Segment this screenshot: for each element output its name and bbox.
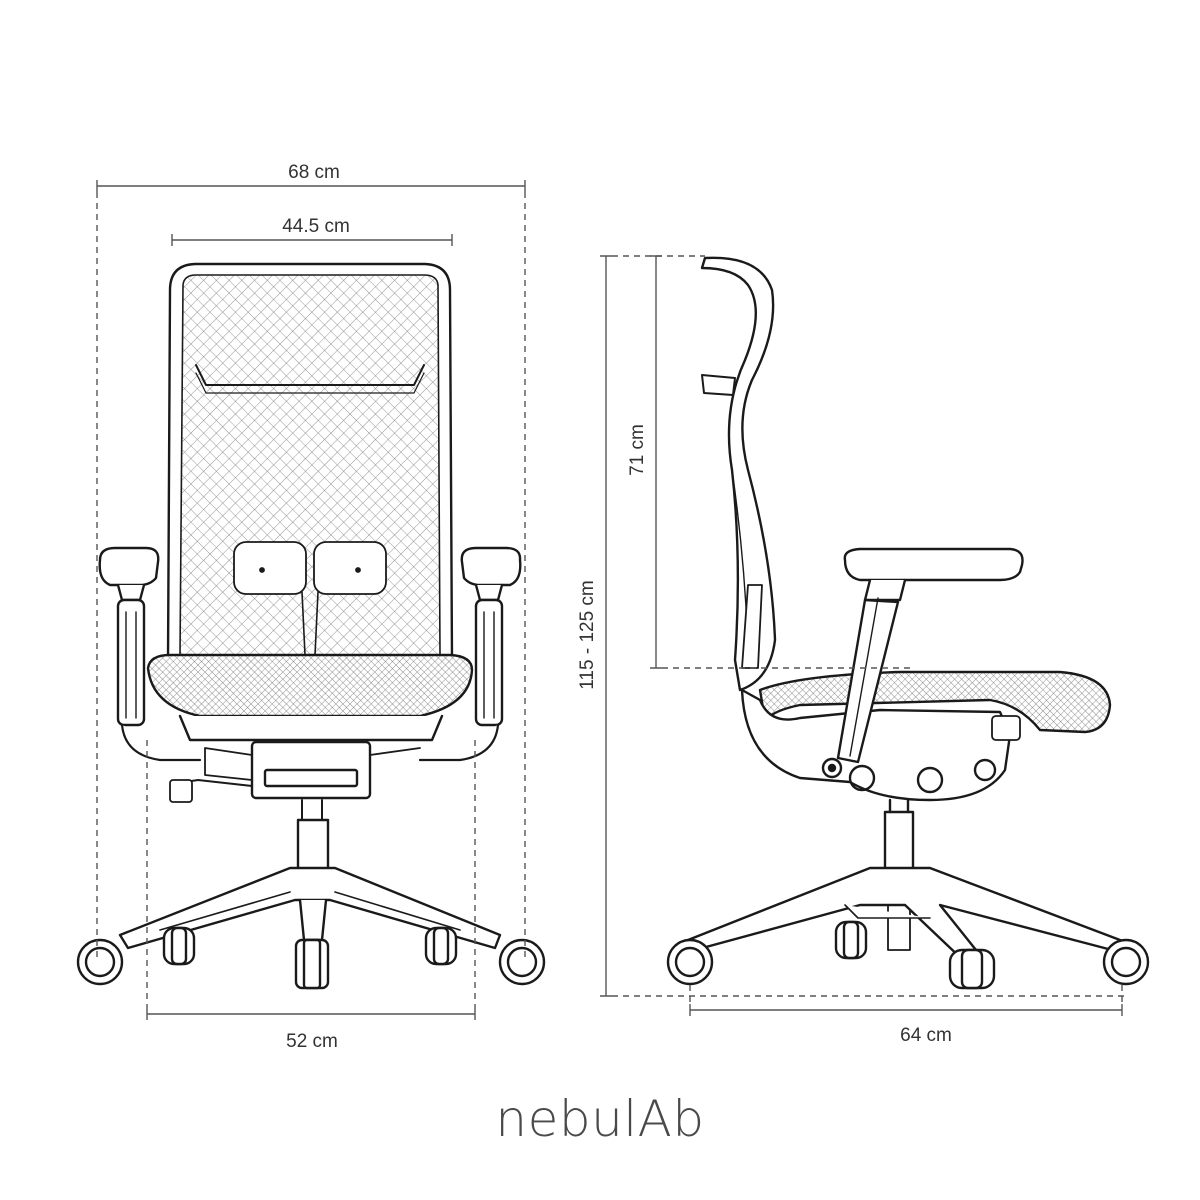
seat-cushion [146, 653, 474, 718]
dimension-lines [96, 180, 1126, 1020]
side-backrest [700, 256, 777, 692]
backrest-mesh [179, 274, 441, 656]
side-gas-lift [883, 810, 915, 872]
side-casters [666, 920, 1150, 990]
side-mechanism [740, 688, 1012, 802]
front-casters [76, 926, 546, 990]
total-height-label: 115 - 125 cm [577, 580, 598, 689]
gas-lift [296, 818, 330, 872]
overall-width-label: 68 cm [288, 162, 340, 183]
backrest-width-label: 44.5 cm [282, 216, 350, 237]
lumbar-pads [233, 541, 387, 595]
side-view-chair [666, 256, 1150, 990]
brand-logo: nebulAb [495, 1090, 705, 1148]
front-base [118, 866, 502, 950]
base-width-label: 52 cm [286, 1031, 338, 1052]
headrest-band [195, 364, 425, 386]
side-armrest [836, 547, 1024, 764]
base-depth-label: 64 cm [900, 1025, 952, 1046]
front-armrests [98, 546, 522, 762]
front-view-chair [76, 262, 546, 990]
backrest-height-label: 71 cm [627, 424, 648, 476]
